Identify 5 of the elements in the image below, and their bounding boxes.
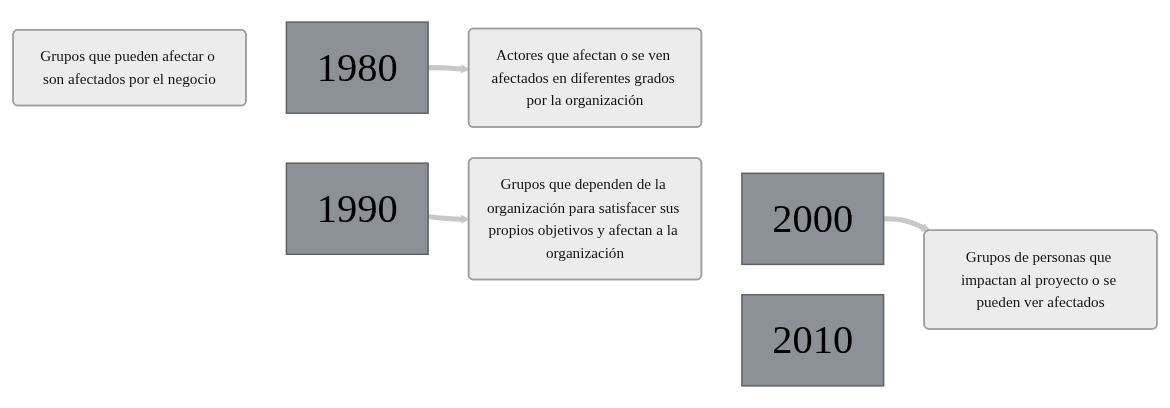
node-box: 1980 <box>285 21 429 114</box>
node-box: 1990 <box>285 162 429 256</box>
node-box: 2010 <box>741 294 885 387</box>
node-box: 2000 <box>741 172 885 266</box>
arrow <box>883 216 931 232</box>
